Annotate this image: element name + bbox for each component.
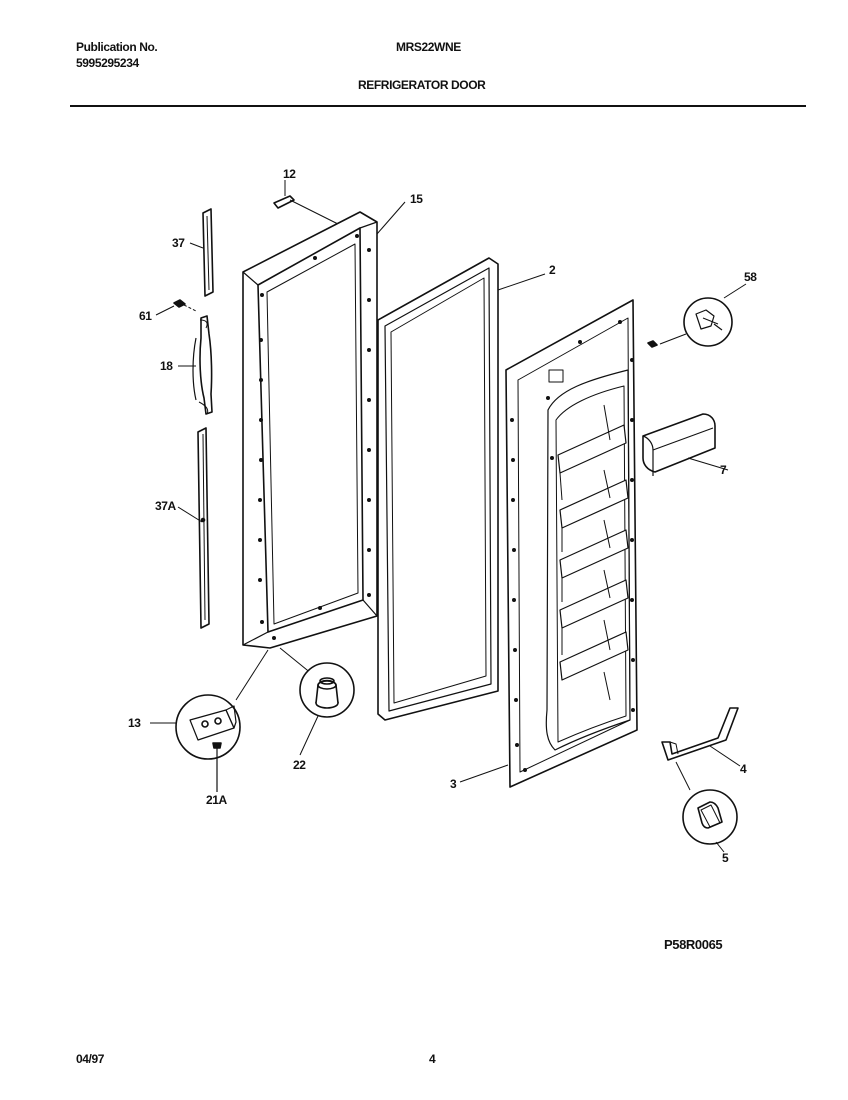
part-12-clip	[273, 195, 339, 225]
callout-18: 18	[160, 359, 173, 373]
part-15-outer-door	[235, 211, 378, 701]
callout-22: 22	[293, 758, 306, 772]
callout-15: 15	[410, 192, 423, 206]
model-number: MRS22WNE	[396, 40, 461, 54]
callout-12: 12	[283, 167, 296, 181]
leader-61	[155, 305, 175, 316]
part-5-pad	[682, 789, 738, 853]
callout-37: 37	[172, 236, 185, 250]
publication-number: 5995295234	[76, 56, 139, 70]
callout-37a: 37A	[155, 499, 177, 513]
publication-label: Publication No.	[76, 40, 158, 54]
part-58-screw-detail	[647, 283, 747, 348]
callout-3: 3	[450, 777, 457, 791]
callout-2: 2	[549, 263, 556, 277]
callout-58: 58	[744, 270, 757, 284]
section-title: REFRIGERATOR DOOR	[358, 78, 486, 92]
callout-7: 7	[720, 463, 727, 477]
part-3-door-liner	[459, 299, 638, 788]
part-37-upper-trim	[202, 208, 214, 297]
part-61-screw	[173, 299, 197, 312]
diagram-code: P58R0065	[664, 937, 723, 952]
header-rule	[70, 105, 806, 107]
part-37a-lower-trim	[197, 427, 210, 629]
part-4-bracket	[661, 707, 741, 791]
callout-13: 13	[128, 716, 141, 730]
callout-4: 4	[740, 762, 747, 776]
leader-37a	[177, 506, 203, 523]
part-22-bushing	[299, 662, 355, 756]
part-18-handle	[192, 315, 213, 415]
leader-15	[376, 201, 406, 235]
part-21a-screw	[212, 742, 222, 792]
part-2-gasket	[377, 257, 546, 721]
callout-5: 5	[722, 851, 729, 865]
footer-date: 04/97	[76, 1052, 105, 1066]
part-7-bin	[642, 413, 729, 476]
leader-37	[189, 242, 204, 249]
part-13-hinge	[150, 694, 241, 760]
callout-61: 61	[139, 309, 152, 323]
footer-page-number: 4	[429, 1052, 436, 1066]
callout-21a: 21A	[206, 793, 228, 807]
